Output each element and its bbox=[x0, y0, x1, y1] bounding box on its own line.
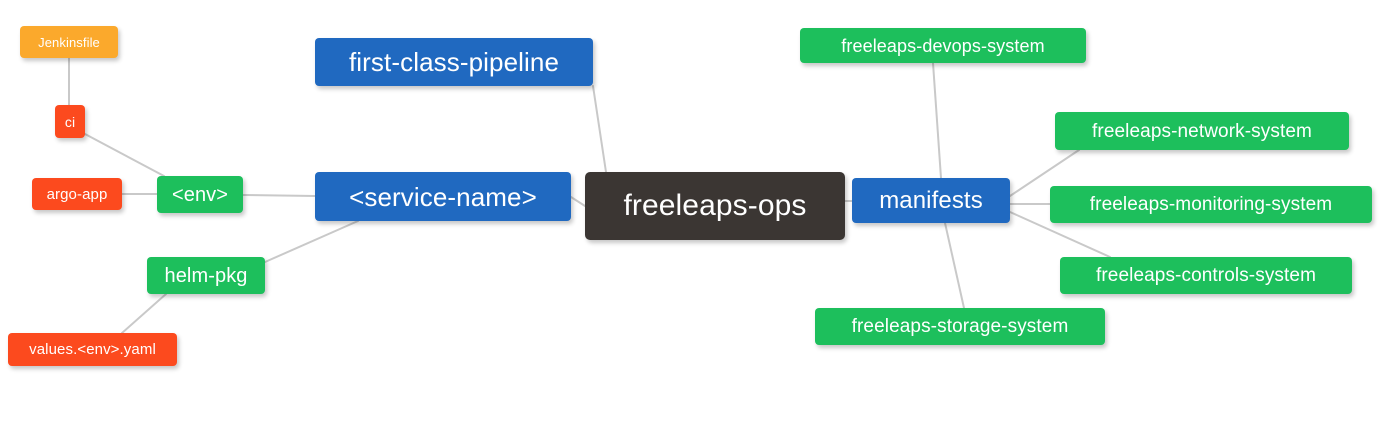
mindmap-node-label: Jenkinsfile bbox=[38, 34, 100, 50]
edge-freeleaps-ops-to-first-class-pipeline bbox=[592, 85, 607, 173]
mindmap-node-label: freeleaps-network-system bbox=[1092, 120, 1312, 142]
edge-helm-pkg-to-values-env-yaml bbox=[121, 293, 167, 334]
mindmap-node-ci[interactable]: ci bbox=[55, 105, 85, 138]
mindmap-node-label: freeleaps-monitoring-system bbox=[1089, 194, 1333, 215]
edge-manifests-to-devops-system bbox=[932, 62, 942, 179]
mindmap-node-jenkinsfile[interactable]: Jenkinsfile bbox=[20, 26, 118, 58]
mindmap-node-first-class-pipeline[interactable]: first-class-pipeline bbox=[315, 38, 593, 86]
mindmap-node-argo-app[interactable]: argo-app bbox=[32, 178, 122, 210]
mindmap-node-storage-system[interactable]: freeleaps-storage-system bbox=[815, 308, 1105, 345]
edge-freeleaps-ops-to-service-name bbox=[570, 196, 586, 207]
mindmap-node-env[interactable]: <env> bbox=[157, 176, 243, 213]
mindmap-node-devops-system[interactable]: freeleaps-devops-system bbox=[800, 28, 1086, 63]
mindmap-node-label: first-class-pipeline bbox=[348, 47, 560, 77]
mindmap-node-label: freeleaps-ops bbox=[623, 189, 807, 222]
mindmap-node-monitoring-system[interactable]: freeleaps-monitoring-system bbox=[1050, 186, 1372, 223]
mindmap-node-label: <service-name> bbox=[349, 181, 537, 212]
mindmap-node-service-name[interactable]: <service-name> bbox=[315, 172, 571, 221]
mindmap-node-freeleaps-ops[interactable]: freeleaps-ops bbox=[585, 172, 845, 240]
mindmap-node-controls-system[interactable]: freeleaps-controls-system bbox=[1060, 257, 1352, 294]
mindmap-node-label: values.<env>.yaml bbox=[29, 341, 156, 358]
mindmap-node-label: manifests bbox=[879, 186, 983, 214]
mindmap-node-values-env-yaml[interactable]: values.<env>.yaml bbox=[8, 333, 177, 366]
mindmap-node-network-system[interactable]: freeleaps-network-system bbox=[1055, 112, 1349, 150]
edge-service-name-to-helm-pkg bbox=[264, 220, 359, 263]
edge-manifests-to-storage-system bbox=[944, 222, 965, 309]
mindmap-node-label: <env> bbox=[171, 183, 229, 206]
mindmap-node-helm-pkg[interactable]: helm-pkg bbox=[147, 257, 265, 294]
mindmap-node-manifests[interactable]: manifests bbox=[852, 178, 1010, 223]
mindmap-node-label: freeleaps-storage-system bbox=[851, 316, 1069, 337]
mindmap-node-label: freeleaps-controls-system bbox=[1095, 265, 1317, 286]
mindmap-node-label: argo-app bbox=[46, 185, 108, 203]
mindmap-node-label: freeleaps-devops-system bbox=[841, 35, 1045, 56]
mindmap-node-label: helm-pkg bbox=[164, 264, 248, 287]
edge-service-name-to-env bbox=[242, 194, 316, 197]
mindmap-node-label: ci bbox=[64, 113, 76, 130]
edge-env-to-ci bbox=[84, 133, 165, 177]
